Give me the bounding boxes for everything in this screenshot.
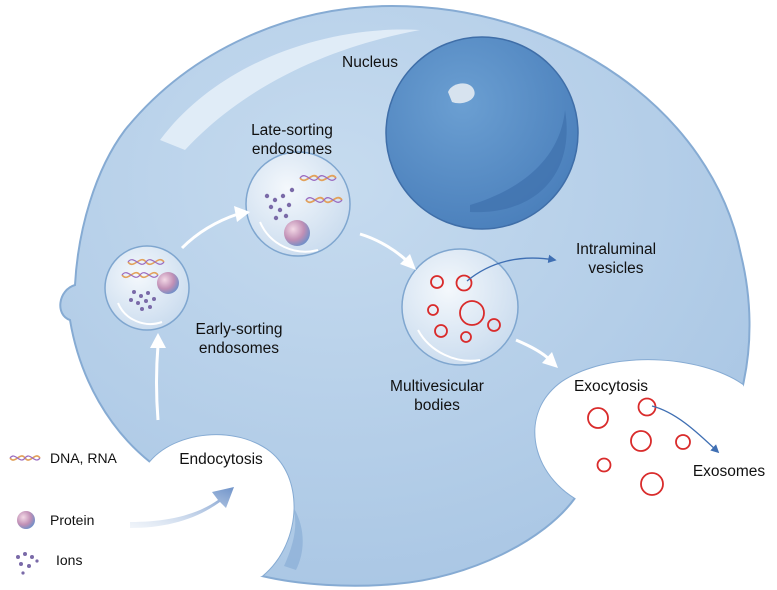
exosomes-label: Exosomes bbox=[692, 463, 766, 480]
dna-rna-icon bbox=[121, 258, 165, 279]
legend-ions-label: Ions bbox=[56, 552, 83, 568]
early-sorting-line2: endosomes bbox=[198, 340, 280, 357]
intraluminal-pointer-arrow bbox=[466, 254, 557, 282]
intraluminal-line1: Intraluminal bbox=[575, 241, 657, 258]
early-sorting-label: Early-sorting endosomes bbox=[181, 320, 297, 358]
multivesicular-line2: bodies bbox=[414, 397, 460, 414]
intraluminal-label: Intraluminal vesicles bbox=[561, 240, 671, 278]
protein-icon bbox=[284, 220, 310, 246]
multivesicular-line1: Multivesicular bbox=[390, 378, 484, 395]
legend-dna-rna-label: DNA, RNA bbox=[50, 450, 117, 466]
multivesicular-label: Multivesicular bodies bbox=[377, 377, 497, 415]
endocytosis-label: Endocytosis bbox=[179, 451, 263, 468]
exosome bbox=[587, 397, 691, 496]
exosomes-pointer-arrow bbox=[651, 405, 720, 454]
legend-protein-icon bbox=[17, 511, 35, 529]
exocytosis-region bbox=[535, 360, 748, 511]
intraluminal-vesicle bbox=[427, 274, 501, 343]
protein-icon bbox=[157, 272, 179, 294]
flow-arrows bbox=[150, 206, 558, 421]
ions-icon bbox=[264, 187, 295, 221]
nucleus bbox=[385, 36, 579, 230]
early-sorting-line1: Early-sorting bbox=[195, 321, 283, 338]
legend-protein-label: Protein bbox=[50, 512, 95, 528]
nucleus-label: Nucleus bbox=[342, 54, 398, 71]
early-sorting-endosome bbox=[104, 245, 190, 331]
intraluminal-line2: vesicles bbox=[588, 260, 644, 277]
late-sorting-line1: Late-sorting bbox=[251, 122, 333, 139]
legend-dna-rna-icon bbox=[9, 455, 41, 461]
legend-ions-icon bbox=[16, 552, 39, 575]
exocytosis-label: Exocytosis bbox=[573, 378, 649, 395]
late-sorting-label: Late-sorting endosomes bbox=[232, 121, 352, 159]
arrow-endocytosis-to-early bbox=[155, 344, 160, 421]
arrow-early-to-late bbox=[180, 212, 239, 250]
ions-icon bbox=[129, 290, 156, 311]
late-sorting-line2: endosomes bbox=[251, 141, 333, 158]
multivesicular-body bbox=[401, 248, 519, 366]
endocytosis-arrow bbox=[130, 487, 234, 528]
late-sorting-endosome bbox=[245, 151, 351, 257]
dna-rna-icon bbox=[299, 174, 343, 204]
